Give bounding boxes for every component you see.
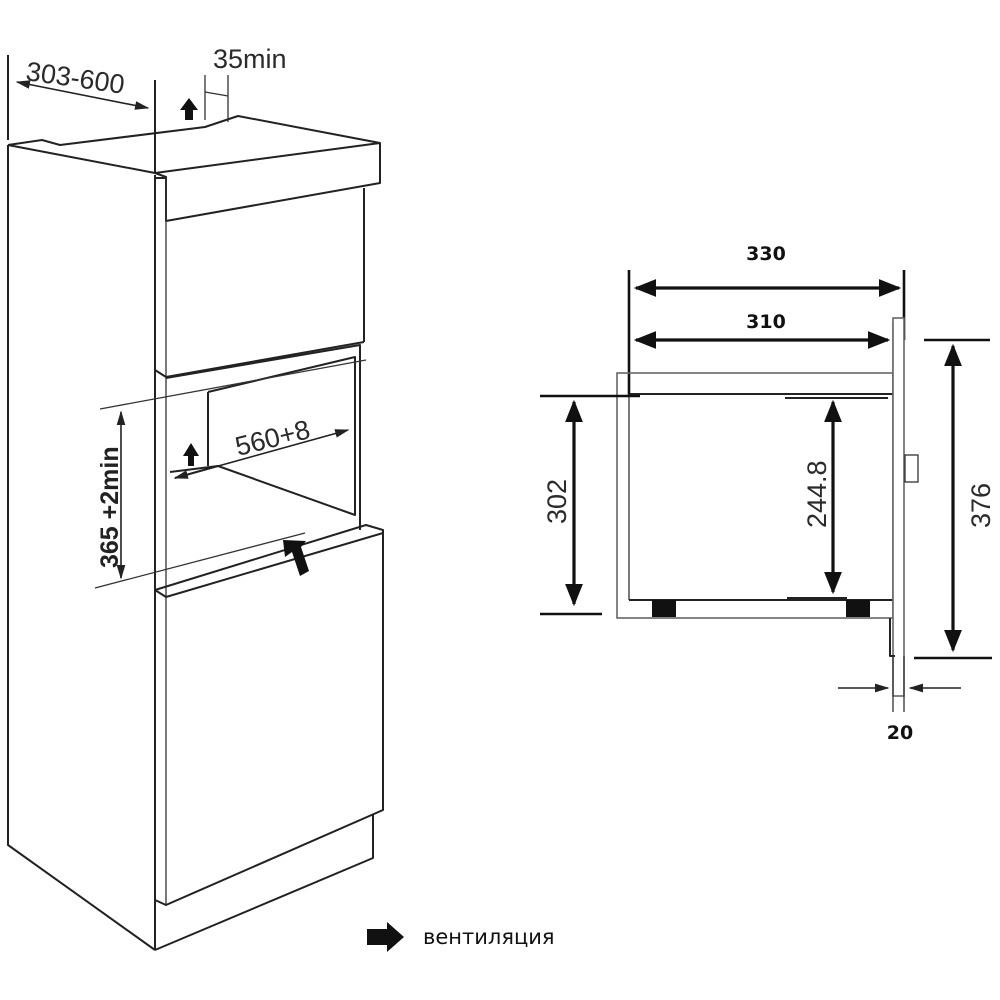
front-frame [892, 317, 905, 697]
vent-arrow-niche-icon [183, 443, 199, 466]
niche-height-label: 365 +2min [96, 446, 124, 568]
front-offset-label: 20 [887, 722, 913, 744]
niche-width-dimension-arrow [173, 429, 350, 479]
cabinet-left-side [7, 145, 156, 951]
microwave-foot-right [846, 600, 870, 617]
upper-compartment-bottom [154, 341, 365, 378]
overall-depth-label: 330 [746, 243, 786, 265]
door-handle [904, 454, 919, 483]
depth-dimension-arrow [15, 80, 150, 110]
vent-gap-dim [204, 91, 229, 97]
cabinet-isometric-view: 303-600 35min 365 +2min 560+8 [7, 44, 384, 951]
body-depth-label: 310 [746, 311, 786, 333]
vent-arrow-top-icon [180, 98, 198, 120]
legend: вентиляция [367, 922, 555, 952]
niche-outer [165, 344, 361, 530]
niche-bottom-ext [94, 532, 306, 589]
vent-arrow-front-icon [283, 540, 309, 576]
cabinet-plinth [154, 815, 374, 951]
cabinet-top-rail [154, 142, 381, 222]
body-height-label: 302 [542, 479, 572, 524]
microwave-foot-left [652, 600, 676, 617]
inner-height-label: 244.8 [802, 460, 832, 528]
lower-door [154, 524, 384, 906]
arrow-right-icon [367, 922, 404, 952]
front-height-label: 376 [966, 483, 996, 528]
cabinet-top-left [7, 144, 156, 174]
cabinet-top-back [7, 115, 381, 146]
niche-top-ext [99, 359, 367, 410]
door-top-edge [165, 532, 384, 598]
niche-width-label: 560+8 [232, 414, 313, 461]
vent-gap-label: 35min [213, 44, 287, 74]
door-bevel [154, 589, 167, 598]
side-view: 330 310 302 244.8 376 [540, 243, 996, 744]
legend-label: вентиляция [423, 925, 555, 949]
microwave-body-outer [616, 372, 894, 619]
